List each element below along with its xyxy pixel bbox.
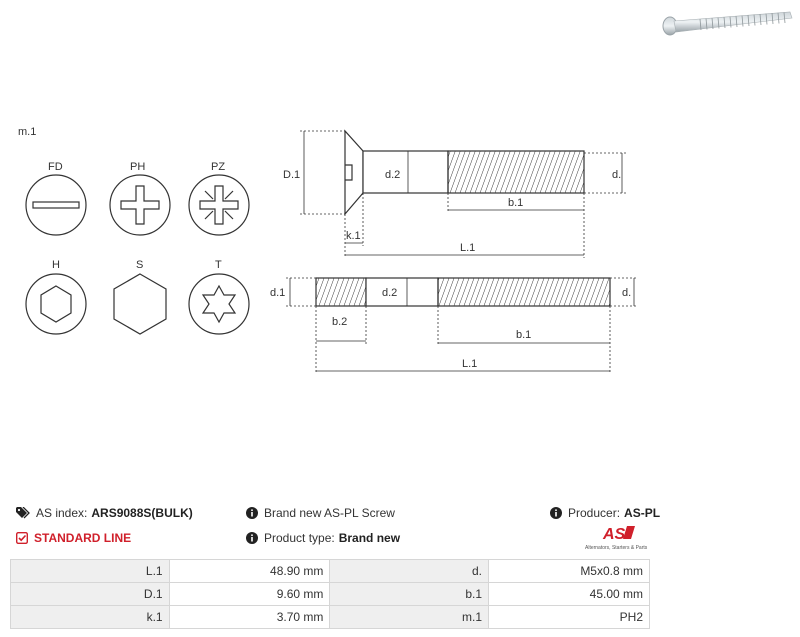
technical-drawing: m.1 FD PH PZ H S T	[18, 126, 638, 374]
spec-key: D.1	[10, 582, 170, 606]
info-icon	[550, 507, 562, 519]
tags-icon	[16, 507, 30, 519]
logo-tagline: Alternators, Starters & Parts	[585, 545, 648, 551]
hex-socket-drive-icon	[25, 273, 87, 335]
specs-table: L.1 48.90 mm d. M5x0.8 mm D.1 9.60 mm b.…	[10, 559, 650, 629]
head-label-pz: PZ	[211, 161, 225, 173]
dim-L1: L.1	[460, 242, 475, 254]
head-label-t: T	[215, 259, 222, 271]
screw-drawing	[300, 129, 626, 258]
dim-d: d.	[612, 169, 621, 181]
product-type-label: Product type:	[264, 531, 335, 545]
as-pl-logo: AS Alternators, Starters & Parts	[585, 526, 648, 551]
dim-d2: d.2	[385, 169, 400, 181]
as-index-label: AS index:	[36, 506, 88, 520]
checkbox-checked-icon	[16, 532, 28, 544]
spec-value: 9.60 mm	[168, 582, 331, 606]
torx-drive-icon	[188, 273, 250, 335]
producer: Producer: AS-PL	[550, 506, 660, 520]
pozidriv-drive-icon	[188, 174, 250, 236]
spec-value: M5x0.8 mm	[488, 559, 650, 583]
dim-stud-L1: L.1	[462, 358, 477, 370]
dim-b1: b.1	[508, 197, 523, 209]
spec-value: PH2	[488, 605, 650, 629]
head-label-fd: FD	[48, 161, 63, 173]
producer-value: AS-PL	[624, 506, 661, 520]
head-label-h: H	[52, 259, 60, 271]
dim-stud-b1: b.1	[516, 329, 531, 341]
spec-value: 3.70 mm	[168, 605, 331, 629]
brand-info: Brand new AS-PL Screw	[246, 506, 395, 520]
stud-drawing	[286, 277, 638, 374]
dim-stud-b2: b.2	[332, 316, 347, 328]
dim-stud-d1: d.1	[270, 287, 285, 299]
standard-line: STANDARD LINE	[16, 531, 131, 545]
as-index: AS index: ARS9088S(BULK)	[16, 506, 193, 520]
standard-line-label: STANDARD LINE	[34, 531, 132, 545]
table-row: D.1 9.60 mm b.1 45.00 mm	[10, 582, 650, 606]
product-type-value: Brand new	[338, 531, 401, 545]
spec-key: m.1	[329, 605, 490, 629]
slotted-drive-icon	[25, 174, 87, 236]
table-row: k.1 3.70 mm m.1 PH2	[10, 605, 650, 629]
head-label-s: S	[136, 259, 143, 271]
product-type: Product type: Brand new	[246, 531, 400, 545]
table-row: L.1 48.90 mm d. M5x0.8 mm	[10, 559, 650, 583]
spec-key: k.1	[10, 605, 170, 629]
producer-label: Producer:	[568, 506, 621, 520]
head-label-ph: PH	[130, 161, 145, 173]
brand-text: Brand new AS-PL Screw	[264, 506, 395, 520]
m-label: m.1	[18, 126, 36, 138]
spec-key: L.1	[10, 559, 170, 583]
product-thumbnail	[662, 11, 793, 36]
dim-stud-d2: d.2	[382, 287, 397, 299]
product-info: AS index: ARS9088S(BULK) Brand new AS-PL…	[0, 500, 800, 555]
spec-key: d.	[329, 559, 490, 583]
spec-value: 48.90 mm	[168, 559, 331, 583]
info-icon	[246, 532, 258, 544]
logo-mark: AS	[602, 526, 626, 543]
dim-D1: D.1	[283, 169, 300, 181]
hex-head-drive-icon	[113, 273, 167, 335]
as-index-value: ARS9088S(BULK)	[91, 506, 193, 520]
phillips-drive-icon	[109, 174, 171, 236]
dim-stud-d: d.	[622, 287, 631, 299]
dim-k1: k.1	[346, 230, 361, 242]
spec-key: b.1	[329, 582, 490, 606]
spec-value: 45.00 mm	[488, 582, 650, 606]
info-icon	[246, 507, 258, 519]
